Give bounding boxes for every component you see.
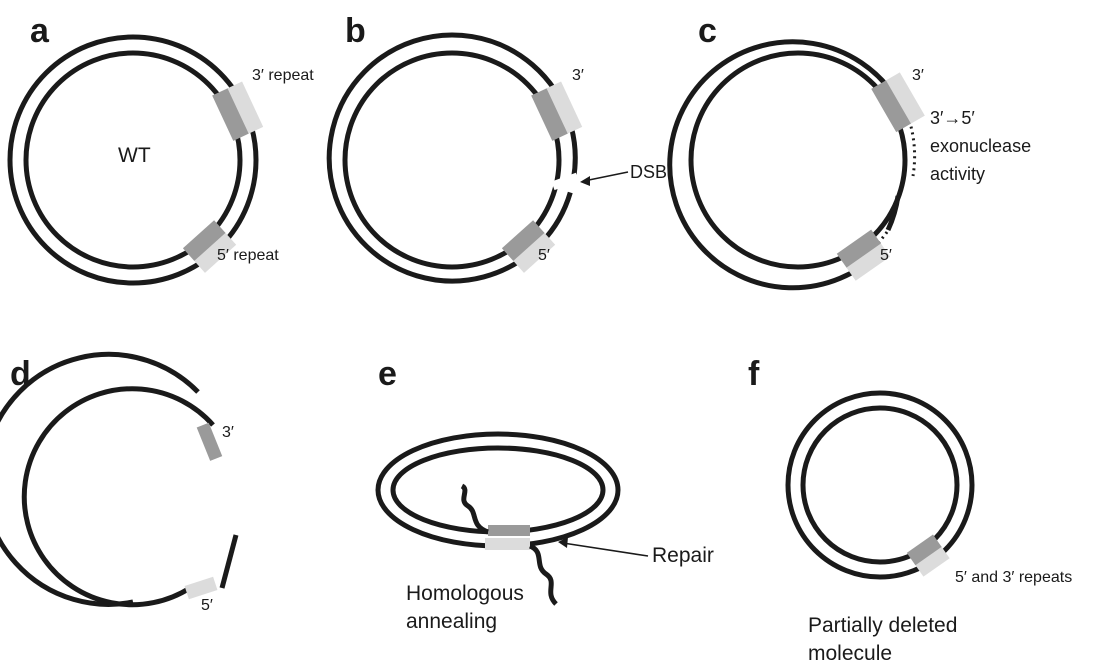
panel-f-product-line2: molecule: [808, 642, 892, 665]
panel-a-wt-label: WT: [118, 144, 151, 167]
panel-b: b 3′ 5′ DSB: [329, 12, 667, 281]
panel-b-letter: b: [345, 12, 366, 50]
panel-f: f 5′ and 3′ repeats Partially deleted mo…: [748, 355, 1072, 665]
panel-b-dsb-arrowhead: [580, 176, 590, 186]
panel-c-exo-line3: activity: [930, 164, 985, 184]
panel-c-letter: c: [698, 12, 717, 50]
panel-e-repeat-light: [485, 538, 530, 550]
panel-a-5prime-label: 5′ repeat: [217, 247, 279, 264]
panel-a: a WT 3′ repeat 5′ repeat: [10, 12, 314, 283]
panel-d-5prime-label: 5′: [201, 597, 213, 614]
panel-e-flap-bottom: [530, 546, 556, 604]
panel-e-repeat-dark: [488, 525, 530, 536]
panel-d: d 3′ 5′: [0, 354, 236, 614]
panel-e-repair-label: Repair: [652, 544, 714, 567]
panel-b-3prime-label: 3′: [572, 67, 584, 84]
panel-c-3prime-label: 3′: [912, 67, 924, 84]
panel-b-dsb-arrow: [584, 172, 628, 181]
panel-e-flap-top: [462, 486, 488, 532]
panel-e-letter: e: [378, 355, 397, 393]
panel-d-stub-strand: [222, 535, 236, 588]
panel-c-exo-line1: 3′→5′: [930, 108, 975, 128]
panel-d-3prime-label: 3′: [222, 424, 234, 441]
panel-e-annealing-line1: Homologous: [406, 582, 524, 605]
panel-c-exo-line2: exonuclease: [930, 136, 1031, 156]
panel-a-3prime-label: 3′ repeat: [252, 67, 314, 84]
panel-d-inner-strand: [24, 389, 213, 605]
panel-a-3prime-repeat: [212, 82, 263, 141]
panel-a-letter: a: [30, 12, 50, 50]
panel-f-product-line1: Partially deleted: [808, 614, 957, 637]
panel-d-5prime-repeat: [185, 577, 218, 600]
panel-f-repeats-label: 5′ and 3′ repeats: [955, 569, 1072, 586]
panel-e: e Repair Homologous annealing: [378, 355, 714, 633]
panel-b-dsb-label: DSB: [630, 162, 667, 182]
panel-e-repair-arrow: [563, 543, 648, 556]
panel-c: c 3′ 5′ 3′→5′ exonuclease activity: [670, 12, 1031, 288]
panel-f-outer-strand: [788, 393, 972, 577]
panel-e-inner-strand: [393, 448, 603, 532]
panel-b-5prime-label: 5′: [538, 247, 550, 264]
panel-d-3prime-repeat: [197, 423, 223, 461]
panel-f-letter: f: [748, 355, 760, 393]
panel-e-annealing-line2: annealing: [406, 610, 497, 633]
panel-c-5prime-label: 5′: [880, 247, 892, 264]
